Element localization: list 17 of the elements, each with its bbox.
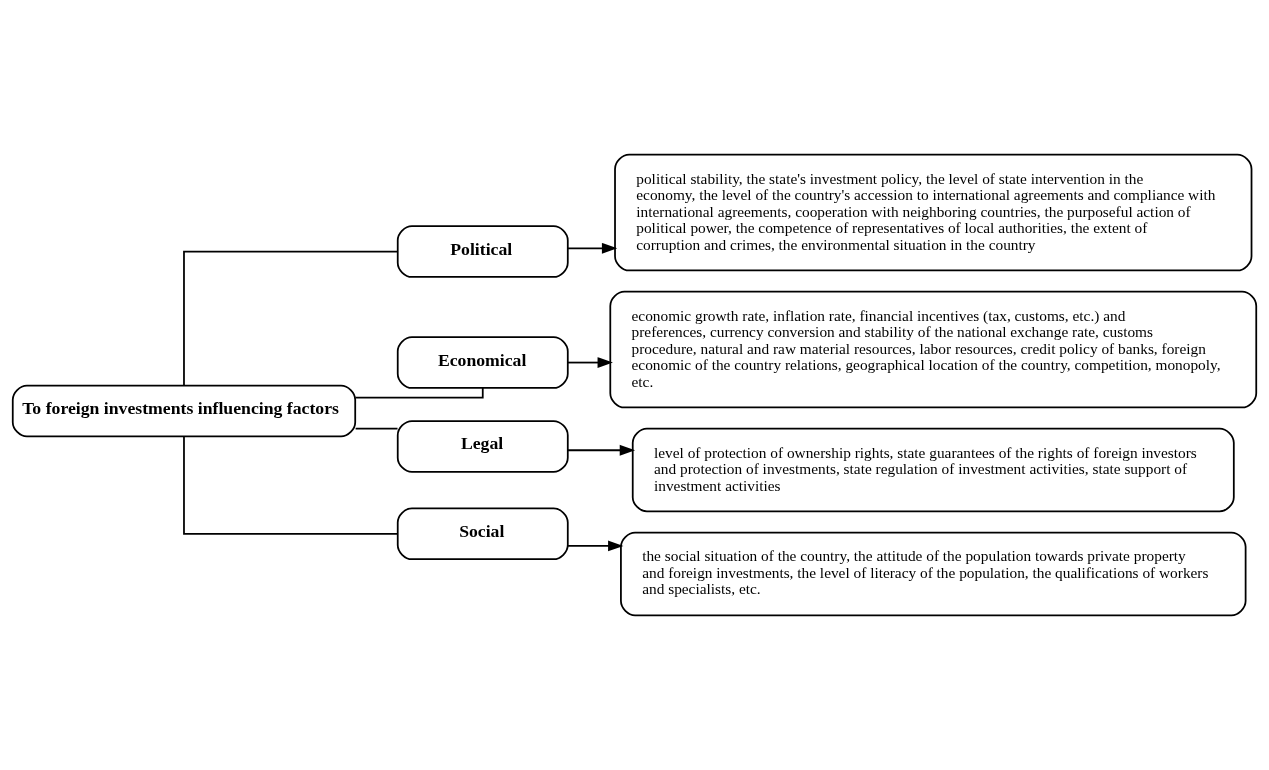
node-box: economic growth rate, inflation rate, financial incentives (tax, customs, etc.) and preferences, currency conversion and stability of the national exchange rate, customs procedure, natural and raw material resources, labor resources, credit policy of banks, foreign economic of the country relations, geographical location of the country, competition, monopoly, etc. <box>609 290 1258 409</box>
arrow <box>567 242 618 254</box>
arrow <box>567 540 624 552</box>
node-box: Social <box>396 507 569 561</box>
arrow <box>567 444 636 456</box>
node-box: To foreign investments influencing factors <box>11 384 357 438</box>
connector <box>183 250 399 387</box>
node-box: level of protection of ownership rights, state guarantees of the rights of foreign investors and protection of investments, state regulation of investment activities, state support of investment activities <box>631 427 1235 513</box>
node-box: Economical <box>396 336 569 389</box>
node-box: Legal <box>396 420 569 473</box>
node-box: Political <box>396 225 569 278</box>
connector <box>354 387 484 399</box>
node-box: political stability, the state's investment policy, the level of state intervention in the economy, the level of the country's accession to international agreements and compliance with international agreements, cooperation with neighboring countries, the purposeful action of political power, the competence of representatives of local authorities, the extent of corruption and crimes, the environmental situation in the country <box>614 153 1253 272</box>
arrow <box>567 357 613 368</box>
connector <box>354 427 399 430</box>
connector <box>183 435 399 535</box>
node-box: the social situation of the country, the attitude of the population towards private property and foreign investments, the level of literacy of the population, the qualifications of workers and specialists, etc. <box>620 531 1247 617</box>
